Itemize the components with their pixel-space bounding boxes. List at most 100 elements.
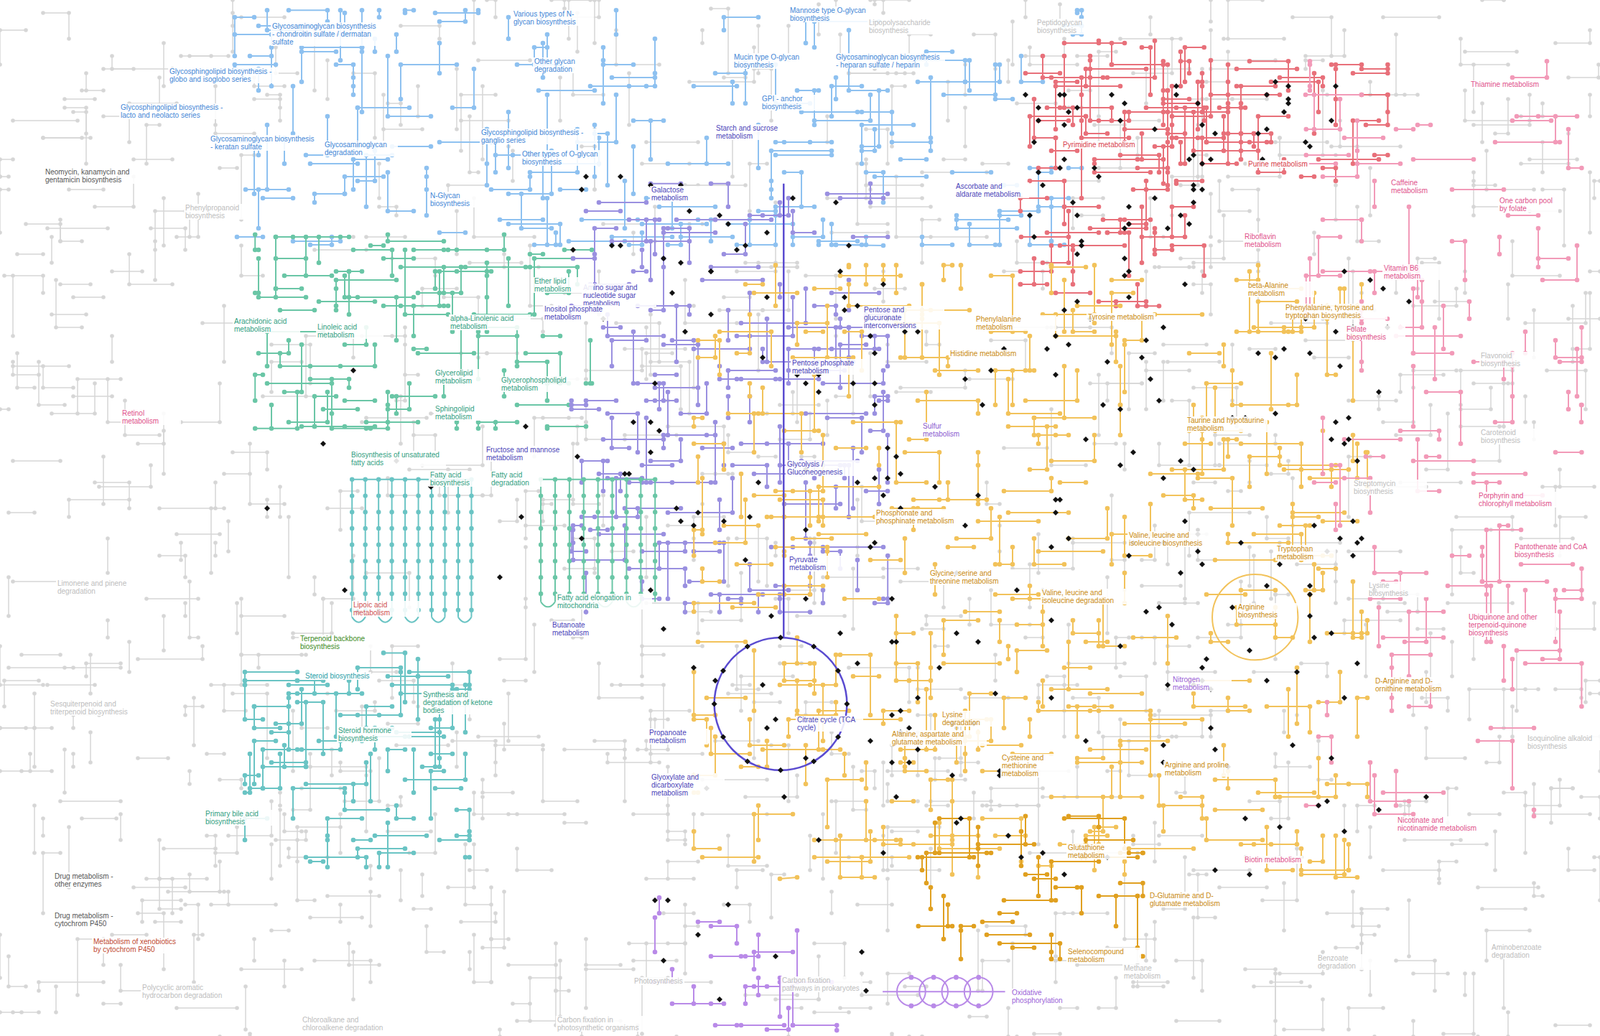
compound-dot bbox=[592, 187, 597, 192]
compound-dot bbox=[980, 803, 985, 808]
compound-dot bbox=[1273, 592, 1278, 597]
compound-dot bbox=[1191, 282, 1196, 287]
compound-dot bbox=[1432, 958, 1437, 964]
compound-dot bbox=[1191, 260, 1196, 265]
pathway-line bbox=[1292, 17, 1332, 57]
compound-dot bbox=[213, 833, 218, 839]
compound-dot bbox=[282, 812, 287, 817]
compound-dot bbox=[1273, 346, 1278, 352]
compound-dot bbox=[1079, 213, 1084, 218]
compound-dot bbox=[1087, 381, 1093, 386]
compound-dot bbox=[45, 226, 50, 231]
compound-dot bbox=[1066, 622, 1071, 627]
compound-dot bbox=[127, 252, 132, 257]
compound-dot bbox=[1281, 928, 1287, 933]
compound-dot bbox=[10, 372, 16, 378]
compound-dot bbox=[105, 226, 110, 231]
compound-dot bbox=[1161, 907, 1166, 912]
compound-dot bbox=[109, 932, 115, 938]
compound-dot bbox=[1424, 670, 1429, 675]
compound-dot bbox=[885, 221, 890, 227]
compound-dot bbox=[1570, 303, 1575, 309]
compound-dot bbox=[1342, 618, 1347, 623]
compound-dot bbox=[1385, 907, 1390, 912]
compound-dot bbox=[1131, 984, 1136, 989]
pathway-line bbox=[1228, 0, 1263, 39]
compound-dot bbox=[644, 140, 649, 145]
compound-dot bbox=[980, 958, 985, 964]
compound-dot bbox=[308, 915, 313, 920]
compound-dot bbox=[583, 967, 589, 972]
compound-dot bbox=[53, 325, 59, 330]
compound-dot bbox=[1208, 243, 1213, 248]
compound-dot bbox=[881, 575, 886, 580]
compound-dot bbox=[1385, 609, 1390, 615]
compound-dot bbox=[984, 501, 989, 507]
compound-dot bbox=[1518, 161, 1524, 166]
compound-dot bbox=[1393, 433, 1399, 438]
compound-dot bbox=[881, 10, 886, 16]
compound-dot bbox=[1208, 191, 1213, 197]
compound-dot bbox=[1126, 407, 1132, 412]
compound-dot bbox=[665, 859, 671, 864]
compound-dot bbox=[816, 402, 821, 408]
compound-dot bbox=[756, 312, 761, 317]
compound-dot bbox=[1169, 174, 1175, 179]
compound-dot bbox=[1208, 264, 1213, 270]
pathway-line bbox=[598, 663, 643, 699]
compound-dot bbox=[1178, 183, 1183, 188]
compound-dot bbox=[846, 665, 851, 671]
compound-dot bbox=[898, 579, 903, 584]
compound-dot bbox=[454, 208, 459, 214]
compound-dot bbox=[1049, 463, 1054, 468]
compound-dot bbox=[1156, 833, 1162, 839]
compound-dot bbox=[1023, 0, 1028, 3]
pathway-line bbox=[0, 646, 44, 686]
pathway-line bbox=[917, 667, 961, 690]
compound-dot bbox=[1001, 269, 1007, 274]
compound-dot bbox=[1156, 441, 1162, 446]
compound-dot bbox=[277, 118, 283, 123]
compound-dot bbox=[514, 846, 520, 851]
compound-dot bbox=[239, 652, 244, 658]
compound-dot bbox=[40, 290, 46, 296]
compound-dot bbox=[1273, 657, 1278, 662]
pathway-line bbox=[1098, 978, 1116, 1009]
compound-dot bbox=[303, 838, 309, 843]
compound-dot bbox=[1105, 575, 1110, 580]
pathway-line bbox=[1396, 34, 1418, 95]
compound-dot bbox=[963, 105, 968, 110]
compound-dot bbox=[1299, 661, 1304, 666]
compound-dot bbox=[325, 726, 330, 731]
compound-dot bbox=[799, 454, 804, 459]
compound-dot bbox=[1527, 92, 1532, 97]
compound-dot bbox=[626, 122, 632, 128]
compound-dot bbox=[816, 2, 821, 7]
compound-dot bbox=[1587, 691, 1593, 696]
compound-dot bbox=[881, 803, 886, 808]
compound-dot bbox=[747, 161, 752, 166]
compound-dot bbox=[583, 937, 589, 942]
compound-dot bbox=[1376, 601, 1381, 606]
compound-dot bbox=[592, 40, 597, 46]
compound-dot bbox=[325, 96, 330, 102]
compound-dot bbox=[497, 519, 502, 524]
compound-dot bbox=[493, 911, 498, 916]
compound-dot bbox=[1462, 290, 1468, 296]
compound-dot bbox=[764, 161, 770, 166]
pathway-line bbox=[585, 969, 634, 1009]
compound-dot bbox=[196, 596, 201, 602]
pathway-line bbox=[189, 581, 199, 638]
compound-dot bbox=[751, 79, 757, 85]
compound-dot bbox=[988, 588, 994, 593]
compound-dot bbox=[850, 807, 856, 813]
compound-dot bbox=[1553, 484, 1558, 490]
compound-dot bbox=[1587, 230, 1593, 235]
compound-dot bbox=[562, 820, 567, 826]
compound-dot bbox=[941, 605, 946, 610]
compound-dot bbox=[665, 812, 671, 817]
compound-dot bbox=[1212, 463, 1218, 468]
compound-dot bbox=[79, 325, 85, 330]
compound-dot bbox=[902, 286, 908, 291]
compound-dot bbox=[1014, 101, 1020, 106]
